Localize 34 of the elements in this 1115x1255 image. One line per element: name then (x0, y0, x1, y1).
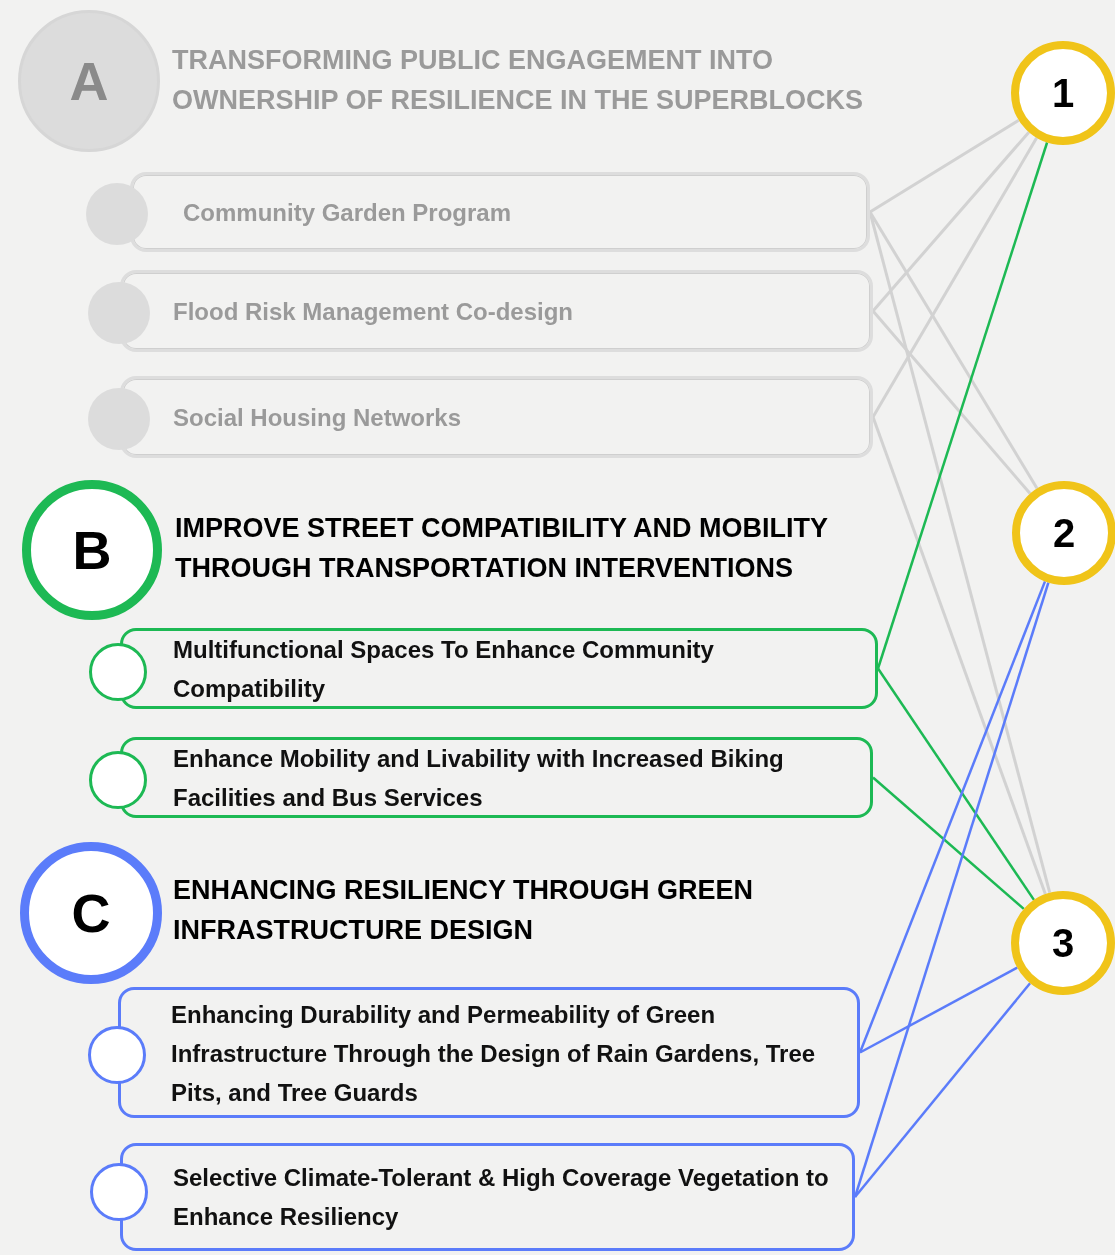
section-heading: TRANSFORMING PUBLIC ENGAGEMENT INTO OWNERSHIP OF RESILIENCE IN THE SUPERBLOCKS (172, 44, 865, 117)
strategy-text: Enhance Mobility and Livability with Increased Biking Facilities and Bus Services (173, 743, 785, 813)
strategy-text: Flood Risk Management Co-design (173, 296, 575, 327)
connector-line (871, 137, 1038, 418)
number-circle: 2 (1012, 481, 1115, 585)
section-letter-circle: A (18, 10, 160, 152)
strategy-box (120, 628, 878, 709)
section-letter-circle: C (20, 842, 162, 984)
number-circle: 3 (1011, 891, 1115, 995)
connector-line (876, 142, 1049, 669)
strategy-text: Community Garden Program (183, 197, 513, 228)
strategy-text: Multifunctional Spaces To Enhance Community Compatibility (173, 634, 715, 704)
number-circle: 1 (1011, 41, 1115, 145)
connector-line (871, 131, 1030, 312)
connector-line (854, 982, 1031, 1198)
strategy-text: Selective Climate-Tolerant & High Coverage Vegetation to Enhance Resiliency (173, 1163, 830, 1232)
connector-line (876, 667, 1035, 901)
connector-line (869, 119, 1020, 214)
strategy-box (120, 270, 873, 352)
section-letter-circle: B (22, 480, 162, 620)
strategy-text: Social Housing Networks (173, 402, 463, 433)
connector-line (871, 416, 1047, 895)
connector-line (871, 310, 1032, 495)
connector-line (859, 966, 1018, 1054)
strategy-box (120, 376, 873, 458)
section-heading: ENHANCING RESILIENCY THROUGH GREEN INFRASTRUCTURE DESIGN (173, 874, 755, 947)
connector-line (872, 776, 1025, 910)
strategy-box (118, 987, 860, 1118)
section-heading: IMPROVE STREET COMPATIBILITY AND MOBILITY THROUGH TRANSPORTATION INTERVENTIONS (175, 512, 829, 585)
strategy-box (120, 1143, 855, 1251)
strategy-text: Enhancing Durability and Permeability of Green Infrastructure Through the Design of Rain Gardens, Tree Pits, and Tree Guards (171, 999, 817, 1107)
strategy-box (130, 172, 870, 252)
connector-line (858, 580, 1047, 1053)
strategy-box (120, 737, 873, 818)
